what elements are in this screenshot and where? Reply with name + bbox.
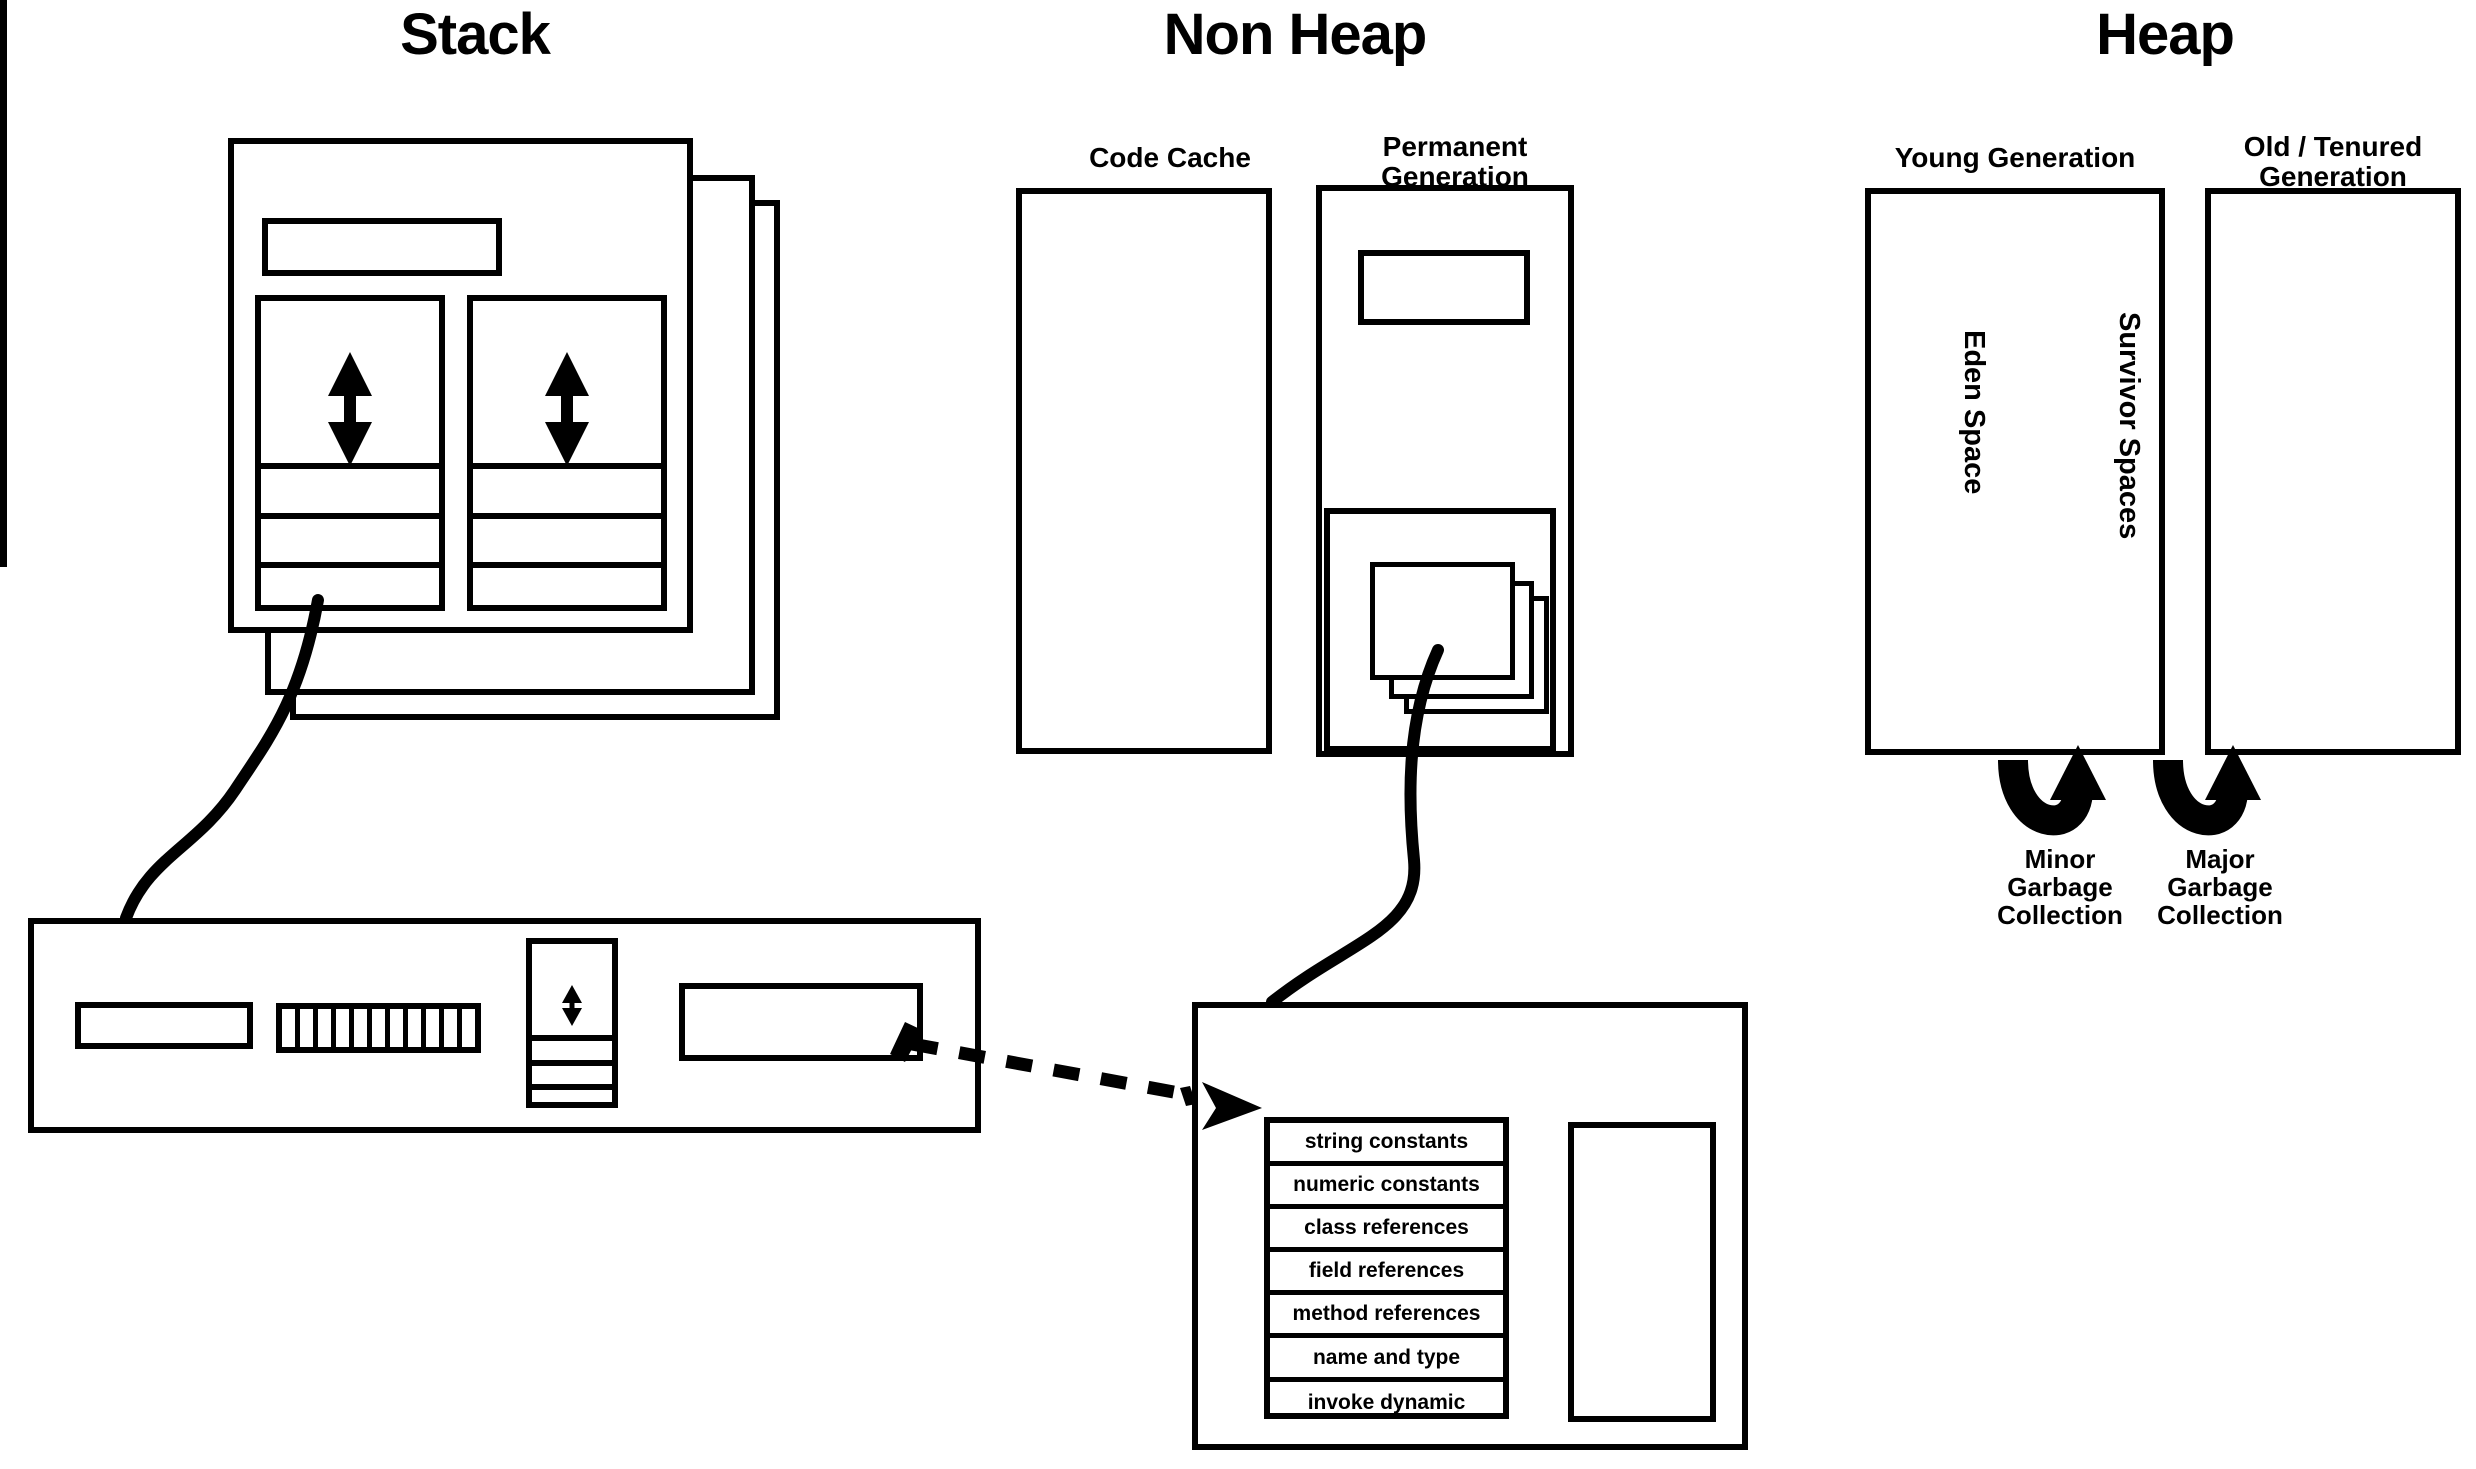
old-tenured-generation-box xyxy=(2205,188,2461,755)
constant-pool-entry: class references xyxy=(1270,1209,1503,1253)
local-variable-cell xyxy=(462,1009,475,1047)
constant-pool-entry: numeric constants xyxy=(1270,1166,1503,1210)
return-value-box xyxy=(75,1002,253,1049)
method-area-class-copy-1 xyxy=(1370,562,1515,680)
constant-pool-entry: invoke dynamic xyxy=(1307,1391,1466,1415)
run-time-constant-pool-box: string constants numeric constants class… xyxy=(1264,1117,1509,1419)
section-title-heap: Heap xyxy=(2096,2,2235,67)
stack-frame-slot xyxy=(255,513,445,562)
local-variable-cell xyxy=(354,1009,372,1047)
native-stack-frame-slot xyxy=(467,463,667,513)
young-generation-divider xyxy=(0,0,7,567)
code-cache-box xyxy=(1016,188,1272,754)
current-class-constant-pool-reference-box xyxy=(679,983,923,1061)
stack-frame-slot xyxy=(255,463,445,513)
stack-frame-slot xyxy=(255,562,445,611)
major-garbage-collection-label: Major Garbage Collection xyxy=(2157,844,2283,931)
major-garbage-collection-curved-up-arrow-icon xyxy=(2153,745,2261,836)
section-title-non-heap: Non Heap xyxy=(1163,2,1428,67)
local-variables-box xyxy=(276,1003,481,1053)
local-variable-cell xyxy=(426,1009,444,1047)
native-stack-frame-slot xyxy=(467,562,667,611)
local-variable-cell xyxy=(372,1009,390,1047)
constant-pool-entry: string constants xyxy=(1270,1123,1503,1167)
local-variable-cell xyxy=(336,1009,354,1047)
survivor-spaces-label: Survivor Spaces xyxy=(2113,312,2145,540)
young-generation-label: Young Generation xyxy=(1894,142,2136,173)
section-title-stack: Stack xyxy=(400,2,551,67)
interned-strings-box xyxy=(1358,250,1530,325)
program-counter-box xyxy=(262,218,502,276)
native-stack-frame-slot xyxy=(467,513,667,562)
constant-pool-entry: method references xyxy=(1270,1295,1503,1339)
permanent-generation-label: Permanent Generation xyxy=(1381,131,1529,193)
operand-stack-slot xyxy=(526,1084,618,1108)
minor-garbage-collection-label: Minor Garbage Collection xyxy=(1997,844,2123,931)
eden-space-label: Eden Space xyxy=(1958,330,1990,495)
constant-pool-entry: field references xyxy=(1270,1252,1503,1296)
minor-garbage-collection-curved-up-arrow-icon xyxy=(1998,745,2106,836)
local-variable-cell xyxy=(390,1009,408,1047)
local-variable-cell xyxy=(282,1009,300,1047)
local-variable-cell xyxy=(318,1009,336,1047)
local-variable-cell xyxy=(444,1009,462,1047)
method-code-box xyxy=(1568,1122,1716,1422)
code-cache-label: Code Cache xyxy=(1089,142,1251,173)
local-variable-cell xyxy=(408,1009,426,1047)
operand-stack-slot xyxy=(526,1035,618,1060)
local-variable-cell xyxy=(300,1009,318,1047)
operand-stack-slot xyxy=(526,1060,618,1084)
constant-pool-entry: name and type xyxy=(1270,1338,1503,1382)
old-tenured-generation-label: Old / Tenured Generation xyxy=(2243,131,2423,193)
young-generation-box xyxy=(1865,188,2165,755)
